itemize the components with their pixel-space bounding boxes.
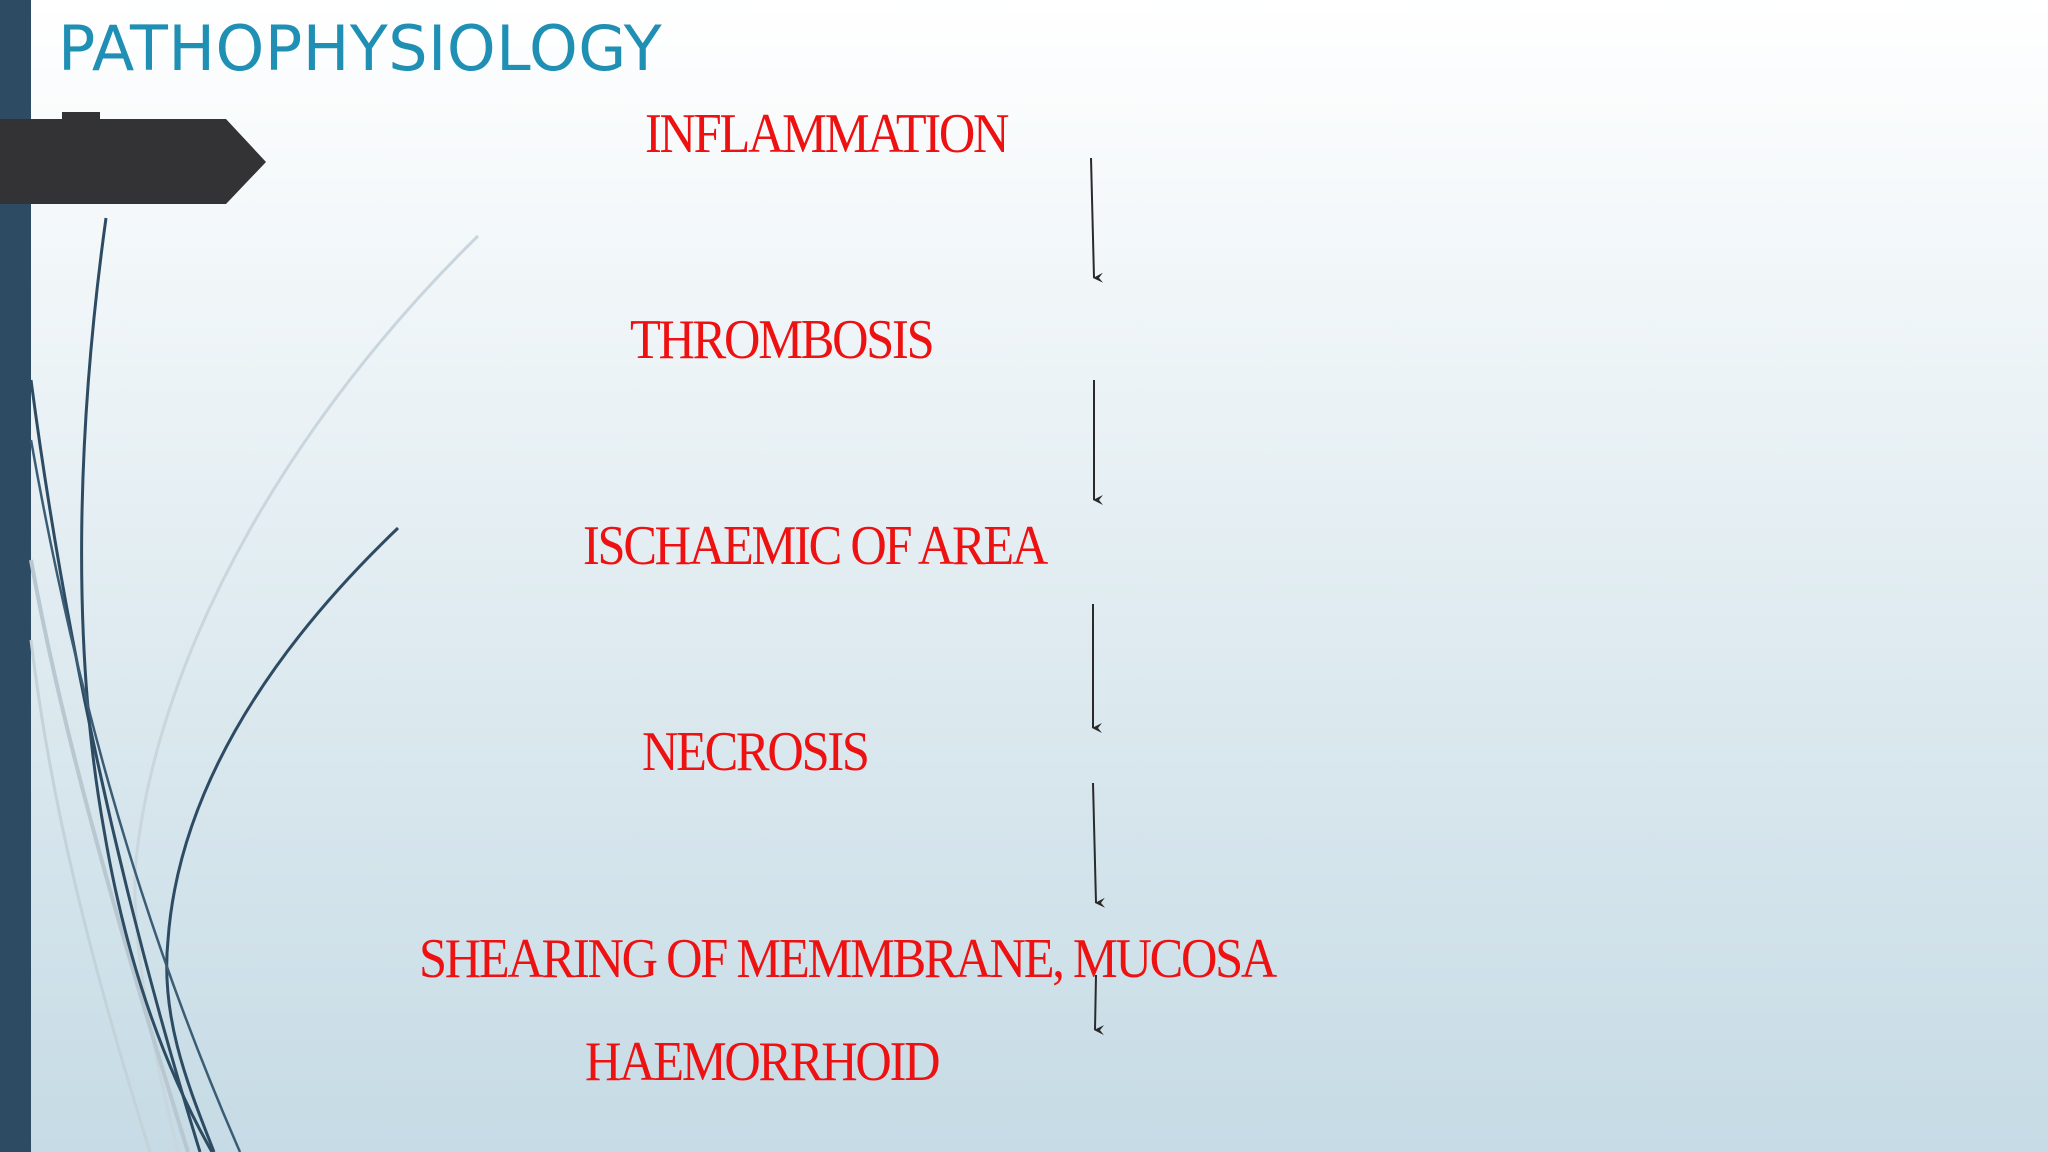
step-inflammation: INFLAMMATION bbox=[645, 103, 1009, 165]
decor-curve-dark-4 bbox=[29, 439, 242, 1152]
tag-shape bbox=[0, 112, 266, 204]
step-ischaemic-of-area: ISCHAEMIC OF AREA bbox=[583, 515, 1048, 577]
step-thrombosis: THROMBOSIS bbox=[630, 309, 935, 371]
step-haemorrhoid: HAEMORRHOID bbox=[585, 1031, 940, 1093]
arrow-4 bbox=[1092, 782, 1106, 908]
arrow-5 bbox=[1094, 974, 1105, 1036]
decor-curve-light-3 bbox=[29, 639, 152, 1152]
decor-curve-light-2 bbox=[29, 559, 190, 1152]
decor-curve-dark-1 bbox=[80, 217, 214, 1152]
decor-curve-dark-3 bbox=[29, 379, 202, 1152]
step-shearing-of-membrane: SHEARING OF MEMMBRANE, MUCOSA bbox=[419, 928, 1277, 990]
step-necrosis: NECROSIS bbox=[642, 721, 870, 783]
slide-title: PATHOPHYSIOLOGY bbox=[58, 12, 663, 85]
decor-curve-dark-2 bbox=[165, 526, 400, 1152]
arrow-1 bbox=[1090, 157, 1104, 283]
